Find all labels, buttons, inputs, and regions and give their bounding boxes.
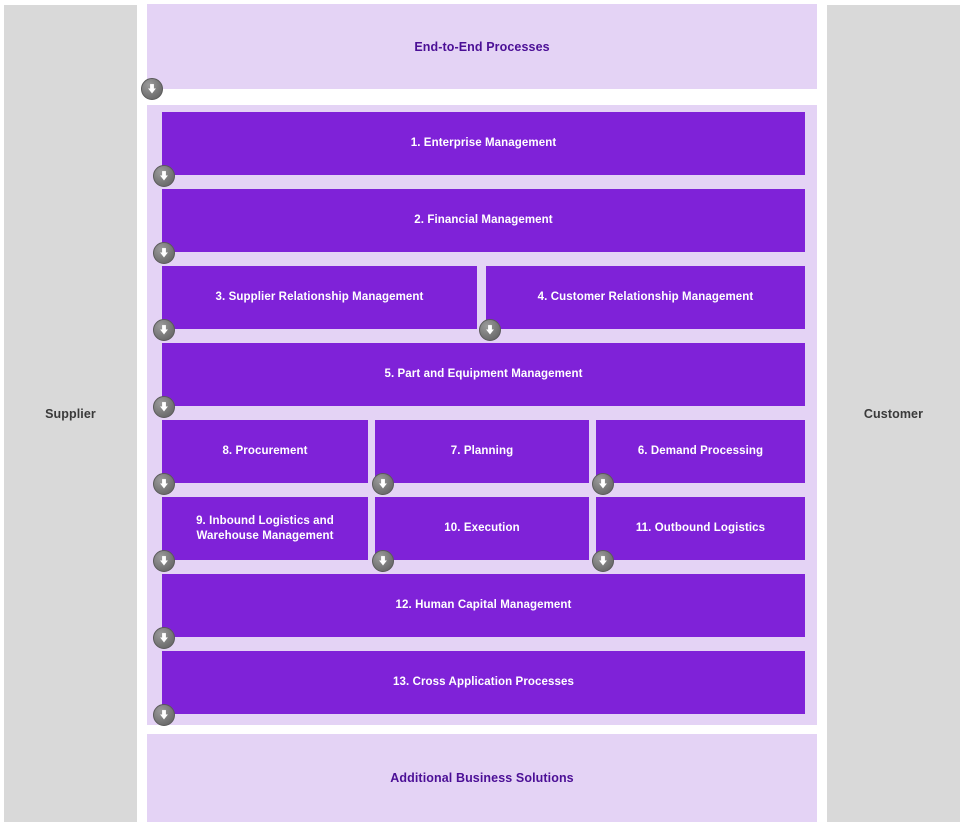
process-box-customer-relationship-management[interactable]: 4. Customer Relationship Management <box>486 266 805 329</box>
process-label: 13. Cross Application Processes <box>393 676 574 689</box>
arrow-down-circle-icon[interactable] <box>141 78 163 100</box>
process-box-supplier-relationship-management[interactable]: 3. Supplier Relationship Management <box>162 266 477 329</box>
arrow-down-circle-icon[interactable] <box>153 550 175 572</box>
arrow-down-circle-icon[interactable] <box>592 550 614 572</box>
process-label: 7. Planning <box>450 445 514 458</box>
process-box-human-capital-management[interactable]: 12. Human Capital Management <box>162 574 805 637</box>
process-label: 11. Outbound Logistics <box>635 522 766 535</box>
process-box-procurement[interactable]: 8. Procurement <box>162 420 368 483</box>
process-label: 12. Human Capital Management <box>395 599 572 612</box>
process-label: 4. Customer Relationship Management <box>537 291 754 304</box>
process-label: 9. Inbound Logistics and Warehouse Manag… <box>196 515 334 542</box>
process-box-part-and-equipment-management[interactable]: 5. Part and Equipment Management <box>162 343 805 406</box>
supplier-label: Supplier <box>45 406 96 421</box>
process-label: 5. Part and Equipment Management <box>384 368 583 381</box>
process-box-inbound-logistics-and-warehouse-management[interactable]: 9. Inbound Logistics and Warehouse Manag… <box>162 497 368 560</box>
arrow-down-circle-icon[interactable] <box>153 165 175 187</box>
supplier-panel: Supplier <box>4 5 137 822</box>
process-label: 3. Supplier Relationship Management <box>215 291 424 304</box>
process-label: 6. Demand Processing <box>637 445 764 458</box>
arrow-down-circle-icon[interactable] <box>372 473 394 495</box>
arrow-down-circle-icon[interactable] <box>372 550 394 572</box>
process-box-demand-processing[interactable]: 6. Demand Processing <box>596 420 805 483</box>
arrow-down-circle-icon[interactable] <box>153 704 175 726</box>
arrow-down-circle-icon[interactable] <box>153 396 175 418</box>
process-box-financial-management[interactable]: 2. Financial Management <box>162 189 805 252</box>
process-label: 1. Enterprise Management <box>410 137 557 150</box>
process-box-planning[interactable]: 7. Planning <box>375 420 589 483</box>
end-to-end-processes-label: End-to-End Processes <box>414 39 550 54</box>
arrow-down-circle-icon[interactable] <box>592 473 614 495</box>
process-label: 10. Execution <box>444 522 520 535</box>
arrow-down-circle-icon[interactable] <box>153 242 175 264</box>
customer-panel: Customer <box>827 5 960 822</box>
arrow-down-circle-icon[interactable] <box>153 473 175 495</box>
arrow-down-circle-icon[interactable] <box>153 319 175 341</box>
arrow-down-circle-icon[interactable] <box>479 319 501 341</box>
process-label: 2. Financial Management <box>414 214 553 227</box>
process-box-execution[interactable]: 10. Execution <box>375 497 589 560</box>
process-box-enterprise-management[interactable]: 1. Enterprise Management <box>162 112 805 175</box>
customer-label: Customer <box>863 406 924 421</box>
end-to-end-processes-band: End-to-End Processes <box>147 4 817 89</box>
arrow-down-circle-icon[interactable] <box>153 627 175 649</box>
additional-business-solutions-label: Additional Business Solutions <box>390 771 574 785</box>
process-label: 8. Procurement <box>222 445 308 458</box>
process-box-cross-application-processes[interactable]: 13. Cross Application Processes <box>162 651 805 714</box>
additional-business-solutions-band: Additional Business Solutions <box>147 734 817 822</box>
process-box-outbound-logistics[interactable]: 11. Outbound Logistics <box>596 497 805 560</box>
